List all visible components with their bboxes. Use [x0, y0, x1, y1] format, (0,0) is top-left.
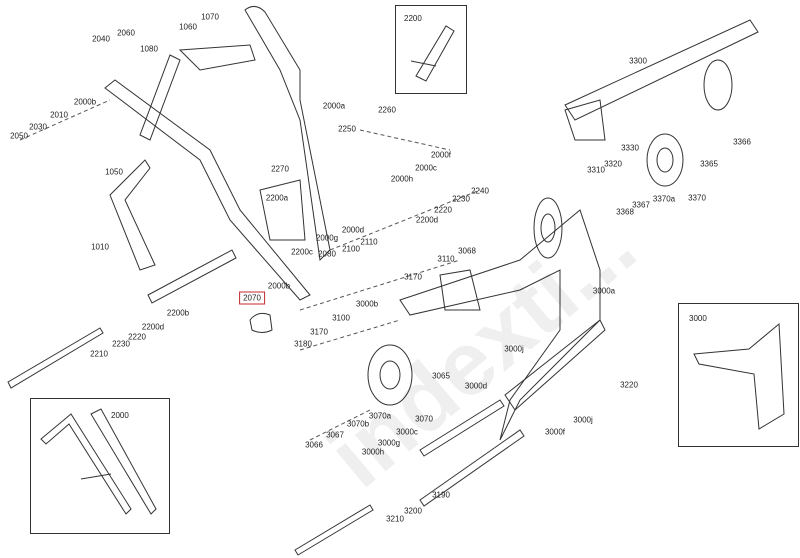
part-label[interactable]: 2000h — [390, 174, 414, 184]
part-label[interactable]: 3000b — [355, 299, 379, 309]
inset-thumbnail — [40, 408, 157, 515]
part-label[interactable]: 3000h — [361, 447, 385, 457]
part-label[interactable]: 1050 — [105, 167, 123, 177]
part-label[interactable]: 2110 — [360, 237, 378, 247]
part-label[interactable]: 2000g — [315, 233, 339, 243]
part-label[interactable]: 1070 — [201, 12, 219, 22]
part-label[interactable]: 1010 — [91, 242, 109, 252]
inset-label: 2000 — [111, 411, 129, 420]
part-label[interactable]: 2000c — [415, 163, 437, 173]
part-label[interactable]: 3000j — [504, 344, 524, 354]
main-frame-2000a — [104, 6, 331, 301]
part-label[interactable]: 2200b — [166, 308, 190, 318]
part-label[interactable]: 3068 — [458, 246, 476, 256]
part-label[interactable]: 3065 — [432, 371, 450, 381]
part-label[interactable]: 3170 — [310, 327, 328, 337]
part-label[interactable]: 2240 — [471, 186, 489, 196]
part-label[interactable]: 2000a — [322, 101, 346, 111]
part-label[interactable]: 1080 — [140, 44, 158, 54]
part-label[interactable]: 2200d — [141, 322, 165, 332]
part-label[interactable]: 2000b — [267, 281, 291, 291]
part-label[interactable]: 3100 — [332, 313, 350, 323]
part-label[interactable]: 2200a — [265, 193, 289, 203]
part-label[interactable]: 2220 — [128, 332, 146, 342]
part-label[interactable]: 3210 — [386, 514, 404, 524]
part-label[interactable]: 3370 — [688, 193, 706, 203]
part-label[interactable]: 2060 — [117, 28, 135, 38]
shaft-2200b — [7, 249, 237, 389]
part-label[interactable]: 3370a — [652, 194, 676, 204]
part-label[interactable]: 1060 — [179, 22, 197, 32]
front-arm-3000a — [399, 209, 606, 441]
part-label[interactable]: 2030 — [29, 122, 47, 132]
part-label[interactable]: 2040 — [92, 34, 110, 44]
inset-label: 2200 — [404, 14, 422, 23]
part-label[interactable]: 3365 — [700, 159, 718, 169]
part-label[interactable]: 2100 — [342, 244, 360, 254]
part-label[interactable]: 3000f — [544, 427, 566, 437]
part-label[interactable]: 3067 — [326, 430, 344, 440]
part-label[interactable]: 3190 — [432, 490, 450, 500]
part-label[interactable]: 3070b — [346, 419, 370, 429]
inset-label: 3000 — [689, 314, 707, 323]
inset-thumbnail — [410, 25, 455, 82]
part-label[interactable]: 3180 — [294, 339, 312, 349]
part-label[interactable]: 3300 — [629, 56, 647, 66]
part-label[interactable]: 3367 — [632, 200, 650, 210]
part-label[interactable]: 3000j — [573, 415, 593, 425]
part-label[interactable]: 2220 — [434, 205, 452, 215]
part-label[interactable]: 3368 — [616, 207, 634, 217]
inset-2000[interactable]: 2000 — [30, 398, 170, 534]
part-label[interactable]: 3310 — [587, 165, 605, 175]
part-label[interactable]: 3000a — [592, 286, 616, 296]
inset-thumbnail — [693, 322, 785, 430]
part-label[interactable]: 2080 — [318, 249, 336, 259]
part-label[interactable]: 3220 — [620, 380, 638, 390]
part-label[interactable]: 3070 — [415, 414, 433, 424]
part-label[interactable]: 3000c — [396, 427, 418, 437]
inset-3000[interactable]: 3000 — [678, 303, 799, 447]
part-label[interactable]: 2000b — [73, 97, 97, 107]
part-label[interactable]: 2050 — [10, 131, 28, 141]
part-label[interactable]: 2230 — [112, 339, 130, 349]
part-label[interactable]: 2200d — [415, 215, 439, 225]
part-label[interactable]: 2210 — [90, 349, 108, 359]
part-label[interactable]: 3366 — [733, 137, 751, 147]
inset-2200[interactable]: 2200 — [395, 5, 467, 94]
part-label[interactable]: 3070a — [368, 411, 392, 421]
axle-3300 — [564, 19, 759, 141]
rear-arm-1050 — [109, 159, 156, 271]
part-label[interactable]: 2270 — [271, 164, 289, 174]
part-label[interactable]: 2000f — [430, 150, 452, 160]
part-label[interactable]: 3000d — [464, 381, 488, 391]
part-label[interactable]: 2000d — [341, 225, 365, 235]
wheels — [367, 59, 733, 406]
part-label[interactable]: 3000g — [377, 438, 401, 448]
part-label[interactable]: 3320 — [604, 159, 622, 169]
part-label[interactable]: 2250 — [338, 124, 356, 134]
part-label-highlighted[interactable]: 2070 — [239, 291, 265, 305]
part-label[interactable]: 2010 — [50, 110, 68, 120]
rods — [249, 312, 525, 556]
part-label[interactable]: 3110 — [437, 254, 455, 264]
part-label[interactable]: 2260 — [378, 105, 396, 115]
part-label[interactable]: 2200c — [291, 247, 313, 257]
part-label[interactable]: 3170 — [404, 272, 422, 282]
part-label[interactable]: 2230 — [452, 194, 470, 204]
part-label[interactable]: 3330 — [621, 143, 639, 153]
part-label[interactable]: 3200 — [404, 506, 422, 516]
part-label[interactable]: 3066 — [305, 440, 323, 450]
